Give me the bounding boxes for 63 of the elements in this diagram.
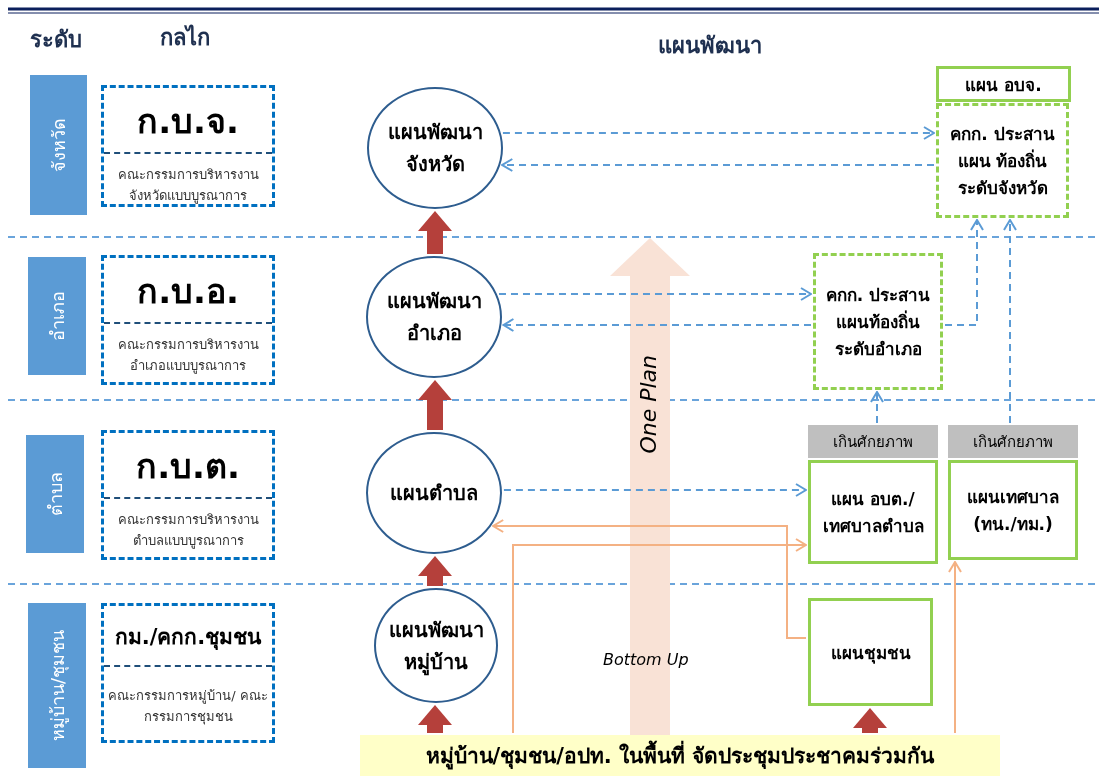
node-title: แผนพัฒนา หมู่บ้าน (387, 616, 485, 678)
node-title: แผนเทศบาล (ทน./ทม.) (966, 486, 1060, 536)
level-heading: แผนพัฒนา (658, 32, 762, 60)
node-title: แผนพัฒนา จังหวัด (386, 119, 484, 178)
node-title: อำเภอ (45, 291, 69, 341)
node-title: หมู่บ้าน/ชุมชน/อปท. ในพื้นที่ จัดประชุมประชาคมร่วมกัน (425, 739, 935, 772)
node-title: เกินศักยภาพ (973, 431, 1053, 453)
node-title: ก.บ.ต. (136, 445, 240, 488)
arrow (501, 158, 935, 172)
block-arrow (418, 211, 452, 254)
block-arrow (853, 708, 887, 733)
coordination-box (813, 253, 943, 390)
node-description: คณะกรรมการหมู่บ้าน/ คณะกรรมการชุมชน (104, 665, 272, 740)
committee-box (101, 603, 275, 743)
plan-box (936, 66, 1071, 102)
node-title: แผน อบต./ เทศบาลตำบล (821, 488, 925, 538)
arrow (870, 391, 884, 424)
node-title: แผนพัฒนา อำเภอ (385, 288, 483, 347)
arrow-label: One Plan (636, 355, 661, 454)
node-description: คณะกรรมการบริหารงาน อำเภอแบบบูรณาการ (104, 322, 272, 382)
node-description: คณะกรรมการบริหารงาน จังหวัดแบบบูรณาการ (104, 152, 272, 212)
arrow (512, 538, 807, 734)
node-title: เกินศักยภาพ (833, 431, 913, 453)
level-label (28, 603, 86, 768)
block-arrow (418, 556, 452, 586)
committee-box (101, 255, 275, 385)
meeting-banner (360, 735, 1000, 776)
status-tag (808, 425, 938, 458)
node-title: คกก. ประสานแผน ท้องถิ่น ระดับจังหวัด (949, 123, 1056, 200)
arrow (502, 483, 807, 497)
plan-box (808, 598, 933, 706)
node-title: ก.บ.จ. (137, 100, 239, 143)
node-description: คณะกรรมการบริหารงาน ตำบลแบบบูรณาการ (104, 497, 272, 557)
level-heading: ระดับ (30, 26, 82, 54)
arrow (498, 287, 812, 301)
level-label (26, 435, 84, 553)
block-arrow (418, 705, 452, 733)
committee-box (101, 430, 275, 560)
node-title: แผนชุมชน (829, 641, 912, 666)
committee-box (101, 85, 275, 207)
arrow (1003, 219, 1017, 424)
node-title: ตำบล (43, 472, 67, 516)
node-title: แผนตำบล (389, 480, 479, 507)
node-title: จังหวัด (47, 118, 70, 172)
level-label (28, 257, 86, 375)
node-title: แผน อบจ. (964, 73, 1043, 97)
node-title: กม./คกก.ชุมชน (114, 624, 262, 652)
status-tag (948, 425, 1078, 458)
arrow (948, 561, 962, 734)
level-heading: กลไก (160, 23, 210, 52)
arrow (944, 219, 984, 326)
node-title: หมู่บ้าน/ชุมชน (45, 629, 69, 742)
coordination-box (936, 103, 1069, 218)
direction-label: Bottom Up (603, 650, 689, 669)
arrow (502, 318, 812, 332)
arrow (492, 519, 807, 639)
arrow (501, 126, 935, 140)
level-label (30, 75, 87, 215)
plan-box (808, 460, 938, 564)
block-arrow (418, 380, 452, 430)
node-title: คกก. ประสาน แผนท้องถิ่น ระดับอำเภอ (824, 284, 932, 361)
node-title: ก.บ.อ. (137, 270, 239, 313)
plan-box (948, 460, 1078, 560)
